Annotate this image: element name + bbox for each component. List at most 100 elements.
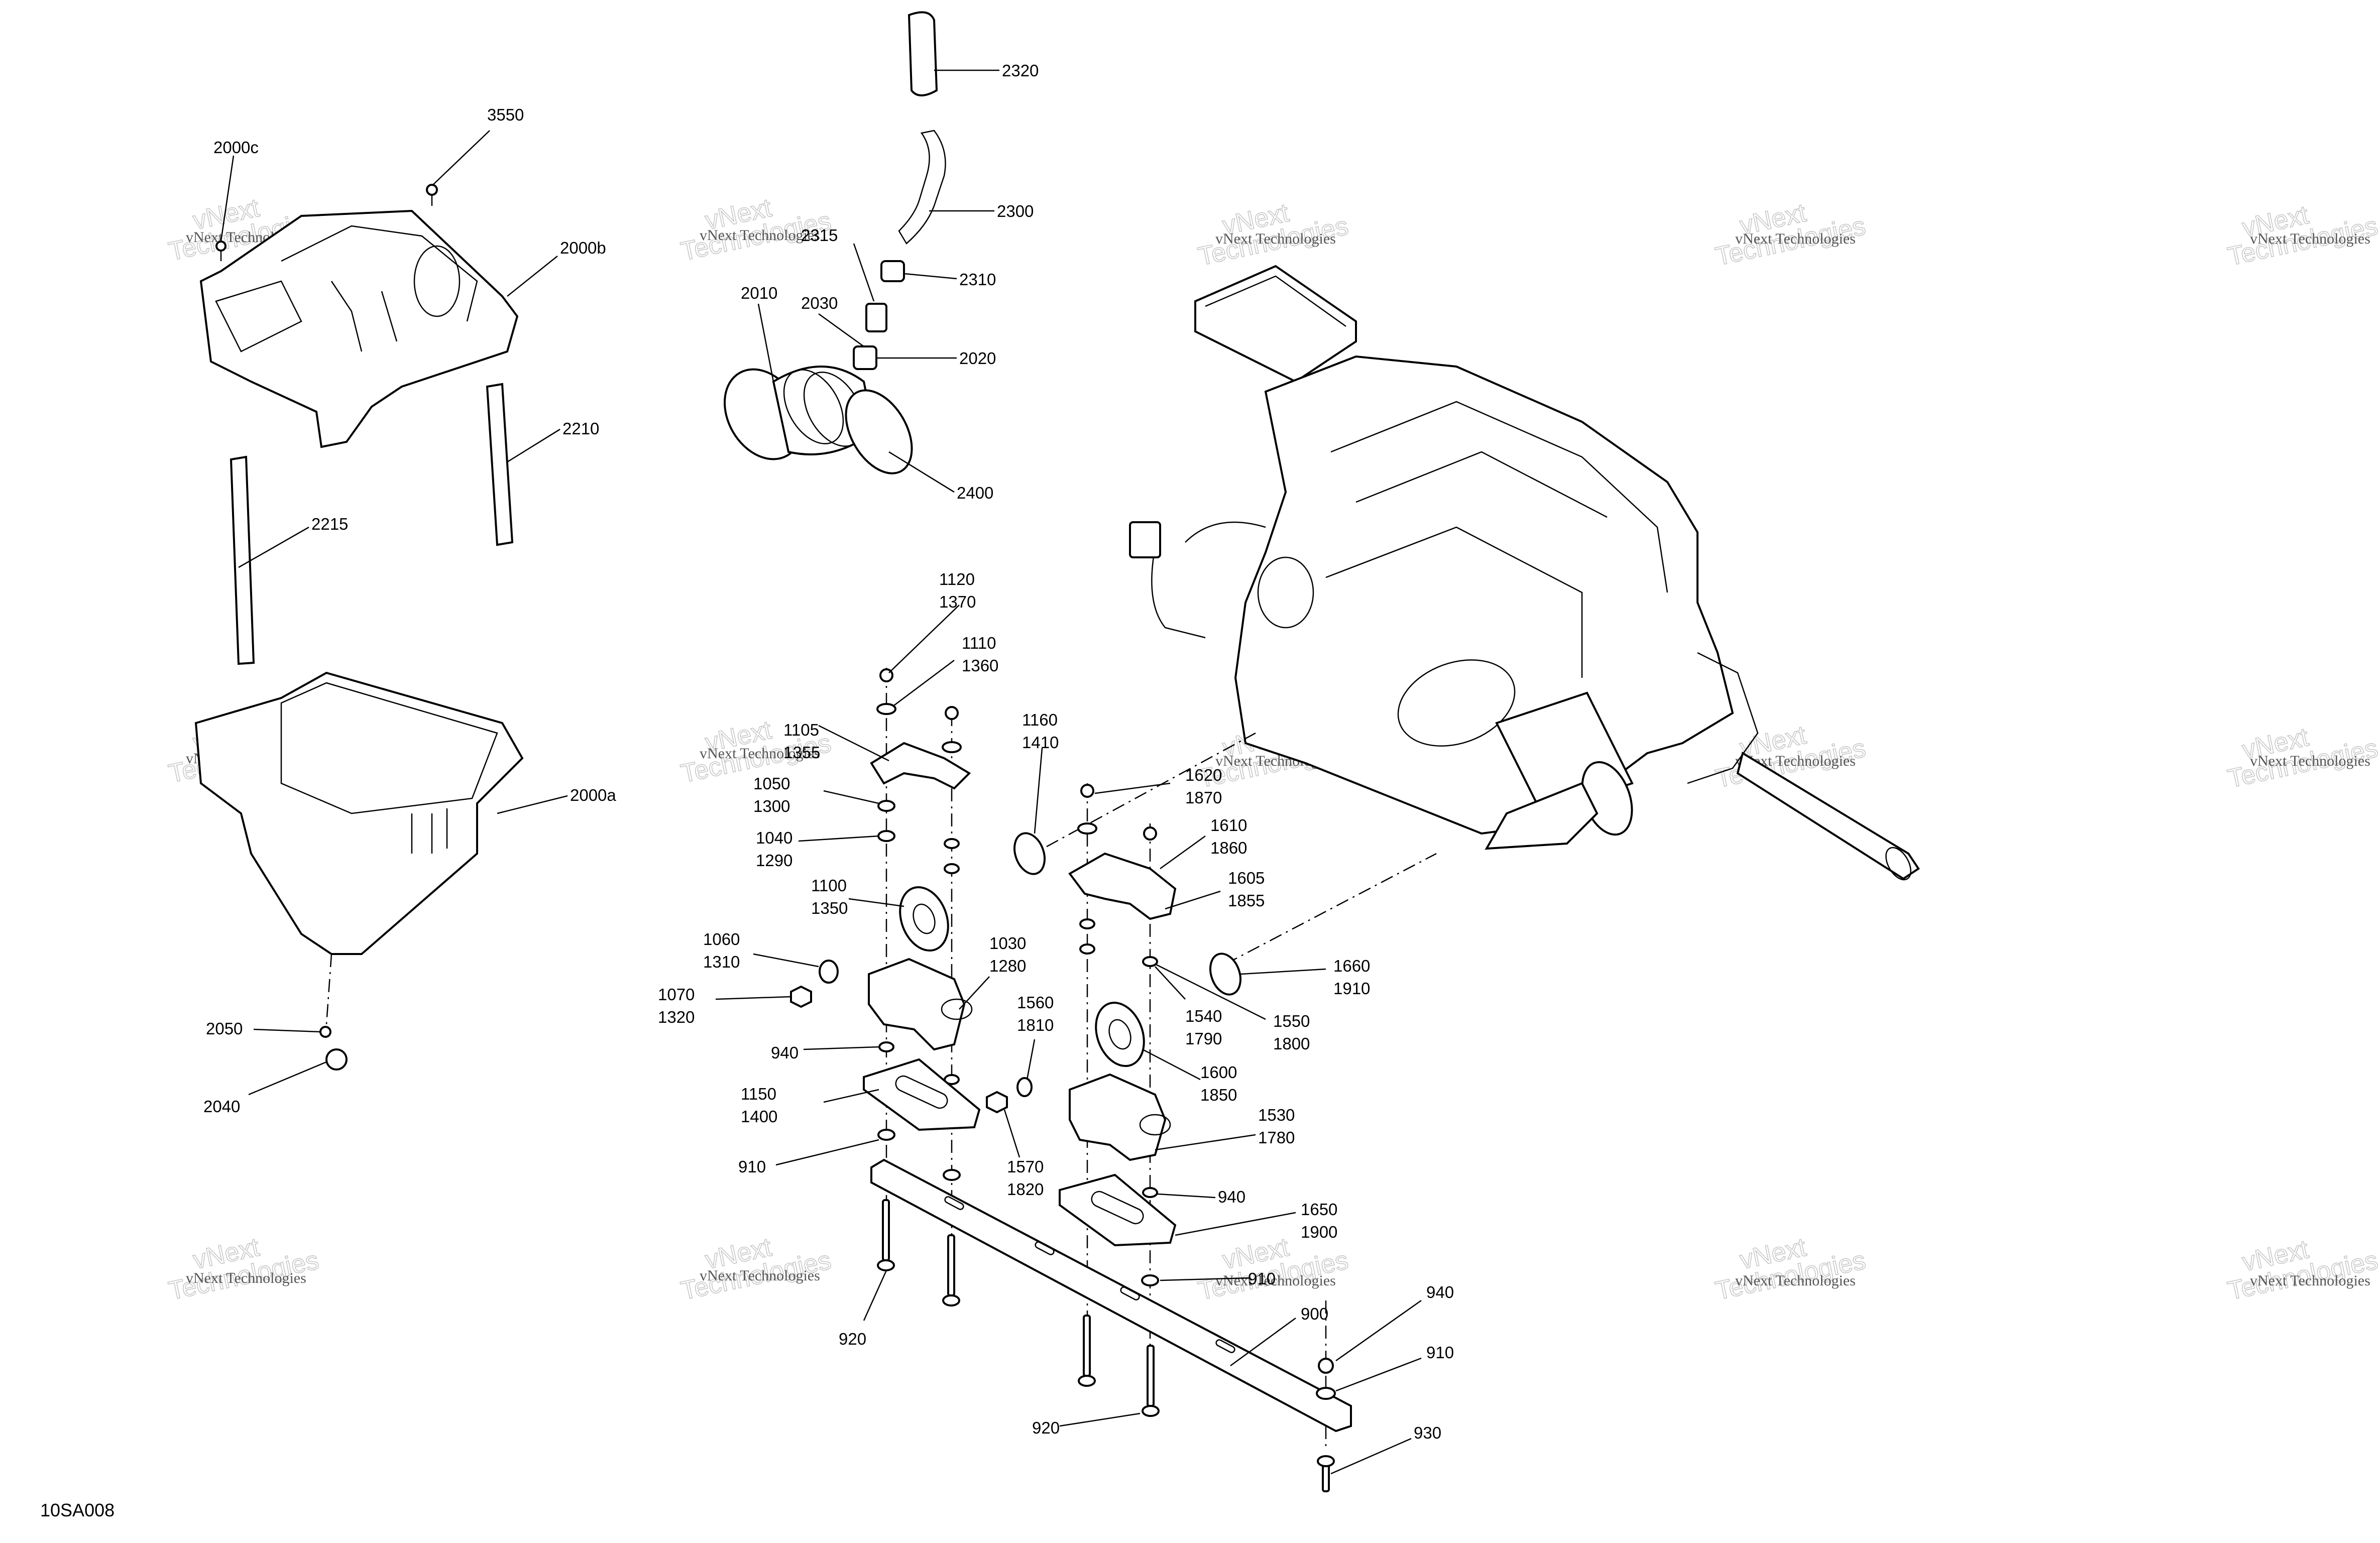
callout-label: 2300 <box>997 202 1034 220</box>
callout-label: 2320 <box>1002 61 1039 80</box>
part-900-crossbar <box>870 1158 1352 1433</box>
callout-label: 2310 <box>959 270 996 289</box>
callout-label: 920 <box>1032 1418 1060 1437</box>
watermark-small: vNext Technologies <box>2250 230 2370 247</box>
right-mount-stack <box>1059 784 1241 1286</box>
callout-label: 1290 <box>756 851 792 870</box>
callout-label: 1360 <box>962 656 998 675</box>
callout-labels: 2320 2300 2315 2310 2010 2030 2020 2400 … <box>203 61 1454 1442</box>
callout-label: 1620 <box>1185 766 1222 784</box>
engine-connector <box>1129 521 1161 558</box>
callout-label: 1870 <box>1185 788 1222 807</box>
callout-label: 1300 <box>753 797 790 815</box>
airbox-base-group <box>194 671 524 1071</box>
callout-label: 1810 <box>1017 1016 1054 1034</box>
callout-label: 1855 <box>1228 891 1265 910</box>
diagram-code: 10SA008 <box>40 1500 115 1520</box>
callout-label: 2400 <box>957 484 993 502</box>
part-3550-screw-head <box>426 184 438 196</box>
part-2310-clamp <box>880 260 905 282</box>
engine-assembly <box>1129 265 1920 881</box>
part-1070-bolt <box>790 985 812 1008</box>
callout-label: 1280 <box>989 957 1026 975</box>
callout-label: 1540 <box>1185 1007 1222 1025</box>
part-2050-grommet <box>319 1026 331 1038</box>
callout-label: 1400 <box>741 1107 777 1126</box>
part-2215-strap <box>230 455 255 665</box>
callout-label: 1910 <box>1333 979 1370 998</box>
part-1105-upper-bracket <box>870 742 971 790</box>
engine-lower-mount <box>1485 782 1599 850</box>
part-1060-washer <box>819 960 839 984</box>
callout-label: 1820 <box>1007 1180 1044 1199</box>
part-2000a-airbox-base <box>194 671 524 955</box>
callout-label: 2000b <box>560 239 606 257</box>
part-1560-washer <box>1016 1077 1033 1097</box>
callout-label: 2000a <box>570 786 616 804</box>
watermark: vNext Technologies <box>166 1232 322 1306</box>
part-2210-strap <box>486 383 514 546</box>
engine-rear-bracket <box>1687 652 1759 784</box>
part-910-washer <box>877 1129 895 1141</box>
watermark: vNext Technologies <box>1195 198 1351 272</box>
watermark-small: vNext Technologies <box>700 745 820 762</box>
part-1530-lower-bracket <box>1069 1073 1167 1161</box>
callout-label: 940 <box>771 1043 799 1062</box>
callout-label: 1370 <box>939 592 976 611</box>
intake-hose-group <box>723 11 946 474</box>
watermark-small: vNext Technologies <box>700 227 820 244</box>
part-910-washer <box>1316 1387 1336 1400</box>
watermark: vNext Technologies <box>2225 1234 2380 1306</box>
callout-label: 1800 <box>1273 1034 1310 1053</box>
watermark: vNext Technologies <box>1713 1232 1869 1306</box>
part-1110-washer <box>876 703 896 715</box>
part-1160-spacer <box>1013 832 1046 875</box>
callout-label: 1550 <box>1273 1012 1310 1030</box>
callout-label: 1060 <box>703 930 740 948</box>
callout-label: 1780 <box>1258 1128 1295 1147</box>
callout-label: 1070 <box>658 985 695 1004</box>
part-1150-plate <box>863 1058 981 1131</box>
callout-label: 2210 <box>562 419 599 438</box>
crossbar-group <box>870 1158 1352 1492</box>
callout-label: 1310 <box>703 953 740 971</box>
part-1600-bushing <box>1095 1002 1145 1067</box>
part-2030-connector <box>853 345 877 370</box>
callout-label: 3550 <box>487 105 524 124</box>
part-940-washer <box>878 1041 894 1052</box>
part-920-bolt <box>882 1199 890 1261</box>
callout-label: 1900 <box>1301 1223 1337 1241</box>
callout-label: 1160 <box>1022 710 1058 729</box>
callout-label: 1860 <box>1210 839 1247 857</box>
callout-label: 2315 <box>801 226 838 245</box>
callout-label: 920 <box>839 1330 866 1348</box>
callout-label: 2040 <box>203 1097 240 1116</box>
part-1100-bushing <box>899 886 949 952</box>
watermark: vNext Technologies <box>678 193 834 267</box>
callout-label: 1560 <box>1017 993 1054 1012</box>
part-940-nut <box>1318 1358 1334 1374</box>
watermark-small: vNext Technologies <box>1215 230 1336 247</box>
callout-label: 1650 <box>1301 1200 1337 1219</box>
left-mount-stack <box>790 668 1046 1181</box>
callout-label: 910 <box>1248 1269 1276 1288</box>
callout-label: 1105 <box>783 721 819 739</box>
callout-label: 1850 <box>1200 1086 1237 1104</box>
callout-label: 1150 <box>741 1085 776 1103</box>
part-2040-drain-plug <box>325 1048 348 1071</box>
callout-label: 940 <box>1218 1188 1245 1206</box>
callout-label: 930 <box>1414 1423 1441 1442</box>
watermark-small: vNext Technologies <box>1735 1272 1856 1289</box>
part-1570-bolt <box>986 1091 1008 1114</box>
engine-wire-harness <box>1151 521 1266 639</box>
part-1620-nut <box>1080 784 1094 798</box>
watermark: vNext Technologies <box>2225 200 2380 272</box>
callout-label: 910 <box>738 1157 766 1176</box>
watermark: vNext Technologies <box>1713 198 1869 272</box>
callout-label: 1600 <box>1200 1063 1237 1082</box>
part-1040-washer <box>877 830 895 842</box>
watermark-small: vNext Technologies <box>2250 1272 2370 1289</box>
callout-label: 2000c <box>213 138 259 157</box>
part-2000b-airbox-cover <box>199 209 519 448</box>
